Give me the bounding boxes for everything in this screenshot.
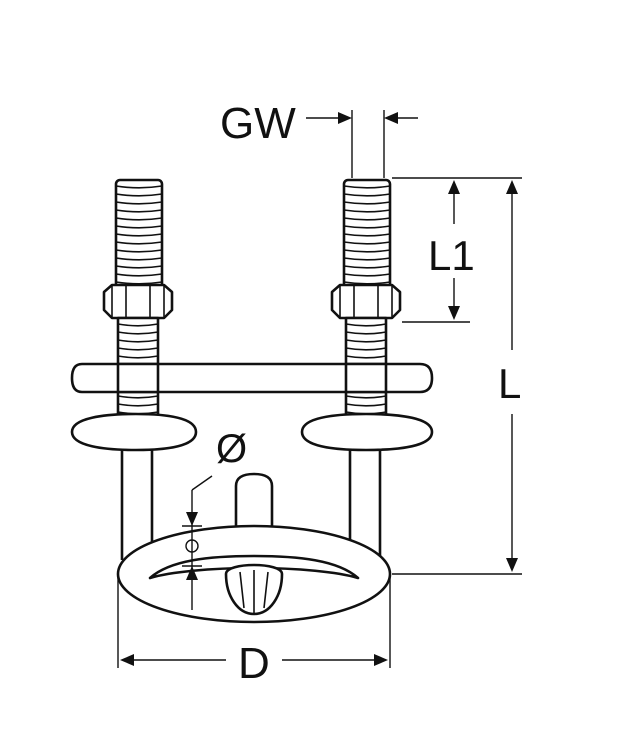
- thread-ridge: [345, 323, 387, 327]
- dimension-l1: L1: [392, 177, 475, 323]
- dimension-d: D: [117, 574, 391, 688]
- diameter-label: Ø: [216, 427, 247, 471]
- right-lower-threads: [345, 323, 387, 359]
- diameter-leader: [191, 475, 213, 491]
- handle-assembly: [116, 472, 392, 624]
- thread-ridge: [115, 249, 163, 253]
- diameter-arrow-top: [186, 512, 198, 526]
- thread-ridge: [343, 265, 391, 269]
- thread-ridge: [117, 395, 159, 399]
- thread-ridge: [343, 185, 391, 189]
- thread-ridge: [343, 249, 391, 253]
- mounting-plate: [70, 362, 434, 415]
- thread-ridge: [117, 403, 159, 407]
- right-stud: [300, 178, 434, 560]
- hub-grooves: [239, 570, 269, 614]
- thread-ridge: [345, 355, 387, 359]
- thread-ridge: [115, 217, 163, 221]
- left-rod-lower: [120, 440, 154, 560]
- plate-body: [70, 362, 434, 394]
- gw-arrow-right: [384, 112, 398, 124]
- left-nut-facets: [111, 285, 165, 318]
- center-pin: [234, 472, 274, 542]
- thread-ridge: [117, 331, 159, 335]
- thread-ridge: [117, 347, 159, 351]
- thread-ridge: [343, 241, 391, 245]
- d-label: D: [238, 639, 270, 688]
- thread-ridge: [343, 273, 391, 277]
- thread-ridge: [345, 347, 387, 351]
- right-nut-facets: [339, 285, 393, 318]
- dimension-gw: GW: [220, 99, 418, 178]
- thread-ridge: [343, 209, 391, 213]
- plate-threads: [117, 395, 387, 415]
- thread-ridge: [117, 411, 159, 415]
- thread-ridge: [115, 265, 163, 269]
- l-label: L: [498, 360, 521, 407]
- thread-ridge: [343, 257, 391, 261]
- l1-arrow-bottom: [448, 306, 460, 320]
- left-lower-threads: [117, 323, 159, 359]
- thread-ridge: [343, 193, 391, 197]
- d-arrow-right: [374, 654, 388, 666]
- left-hex-nut: [102, 283, 174, 320]
- thread-ridge: [345, 331, 387, 335]
- thread-ridge: [343, 225, 391, 229]
- thread-ridge: [345, 339, 387, 343]
- thread-ridge: [115, 233, 163, 237]
- l-arrow-bottom: [506, 558, 518, 572]
- left-washer: [70, 412, 198, 452]
- thread-ridge: [343, 201, 391, 205]
- thread-ridge: [115, 257, 163, 261]
- thread-ridge: [115, 201, 163, 205]
- l1-label: L1: [428, 232, 475, 279]
- thread-ridge: [117, 339, 159, 343]
- gw-label: GW: [220, 99, 296, 148]
- thread-ridge: [345, 395, 387, 399]
- thread-ridge: [117, 355, 159, 359]
- thread-ridge: [115, 241, 163, 245]
- diameter-center-mark: [185, 539, 199, 553]
- left-stud-through-plate: [116, 362, 160, 394]
- thread-ridge: [345, 403, 387, 407]
- right-threads: [343, 185, 391, 285]
- right-stud-through-plate: [344, 362, 388, 394]
- d-arrow-left: [120, 654, 134, 666]
- thread-ridge: [115, 225, 163, 229]
- thread-ridge: [117, 323, 159, 327]
- diameter-arrow-bottom: [186, 566, 198, 580]
- thread-ridge: [115, 273, 163, 277]
- l1-arrow-top: [448, 180, 460, 194]
- right-hex-nut: [330, 283, 402, 320]
- l-arrow-top: [506, 180, 518, 194]
- thread-ridge: [345, 411, 387, 415]
- thread-ridge: [115, 185, 163, 189]
- gw-arrow-left: [338, 112, 352, 124]
- dimension-diameter: Ø: [182, 427, 247, 610]
- thread-ridge: [343, 217, 391, 221]
- thread-ridge: [115, 193, 163, 197]
- right-washer: [300, 412, 434, 452]
- thread-ridge: [343, 233, 391, 237]
- dimension-l: L: [392, 177, 522, 575]
- thread-ridge: [115, 209, 163, 213]
